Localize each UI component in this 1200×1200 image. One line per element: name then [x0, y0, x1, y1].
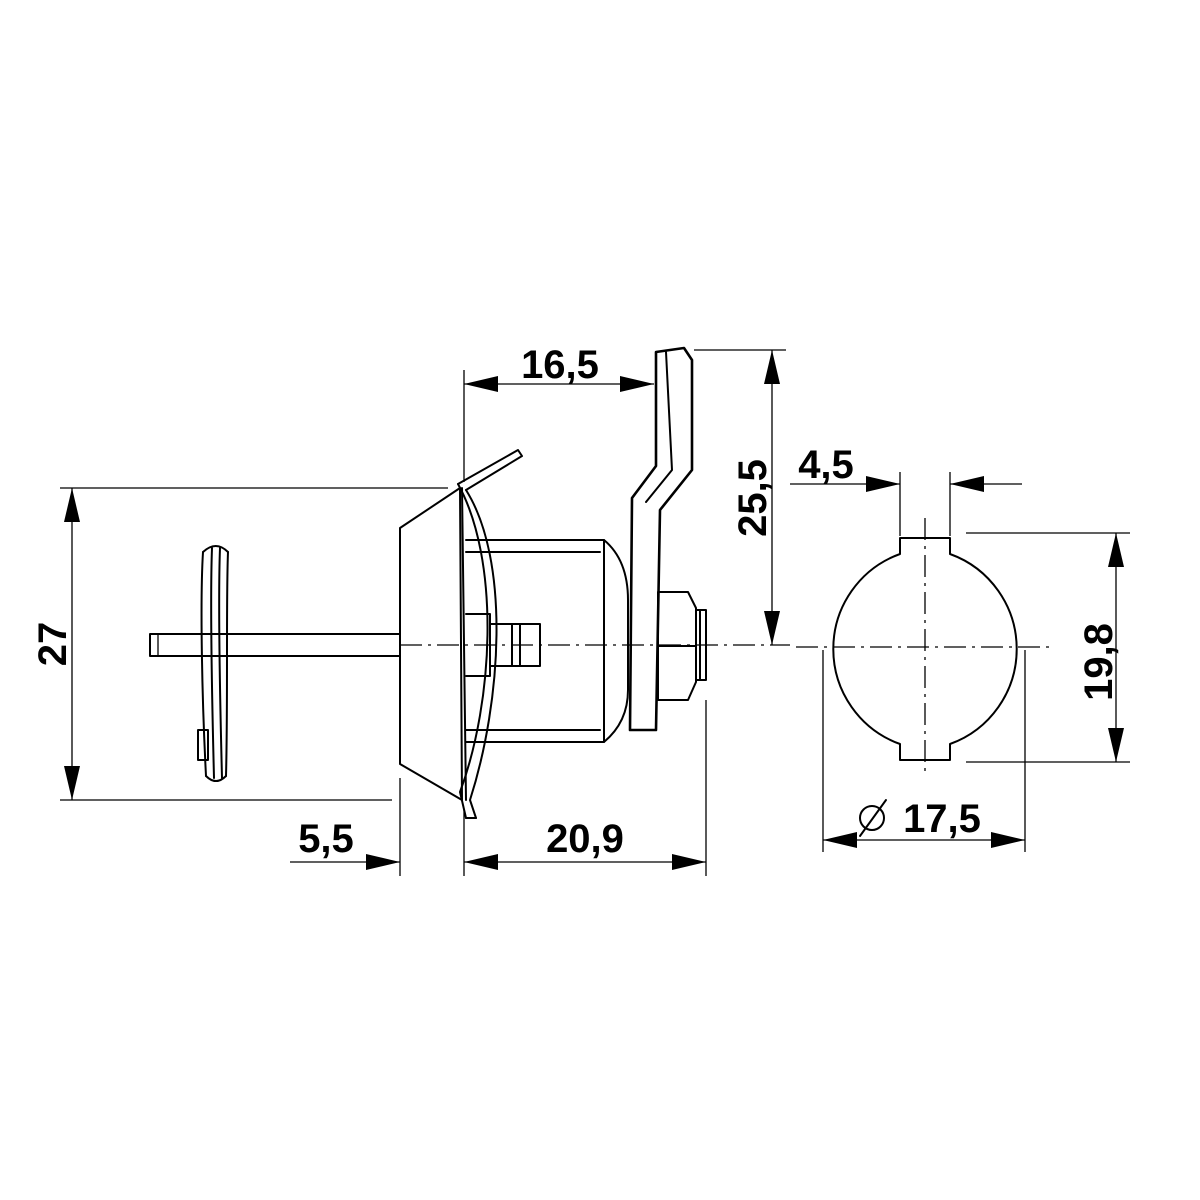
cutout-view	[796, 518, 1054, 776]
cam-plate	[628, 346, 694, 732]
dim-label-cam-offset: 16,5	[521, 343, 599, 387]
side-view	[149, 346, 790, 819]
dim-label-cutout-diameter: 17,5	[903, 797, 981, 841]
dimension-20-9: 20,9	[464, 700, 707, 876]
dimension-5-5: 5,5	[290, 778, 465, 876]
dim-label-cam-height: 25,5	[731, 459, 775, 537]
spring-clip	[457, 449, 523, 819]
nut	[657, 591, 707, 701]
key	[149, 545, 401, 782]
dim-label-overall-height: 27	[31, 622, 75, 667]
cutout-profile	[832, 537, 1018, 761]
dim-label-body-length: 20,9	[546, 817, 624, 861]
dimension-17-5: 17,5	[822, 650, 1026, 852]
dim-label-flange-offset: 5,5	[298, 817, 354, 861]
dim-label-cutout-height: 19,8	[1077, 623, 1121, 701]
dimension-25-5: 25,5	[694, 349, 786, 645]
dimension-16-5: 16,5	[463, 343, 654, 482]
diameter-symbol-icon	[859, 799, 887, 837]
dimension-27: 27	[31, 487, 448, 801]
front-flange	[399, 487, 467, 801]
dimension-4-5: 4,5	[790, 443, 1022, 536]
dimension-19-8: 19,8	[966, 532, 1130, 763]
dim-label-key-slot-width: 4,5	[798, 443, 854, 487]
